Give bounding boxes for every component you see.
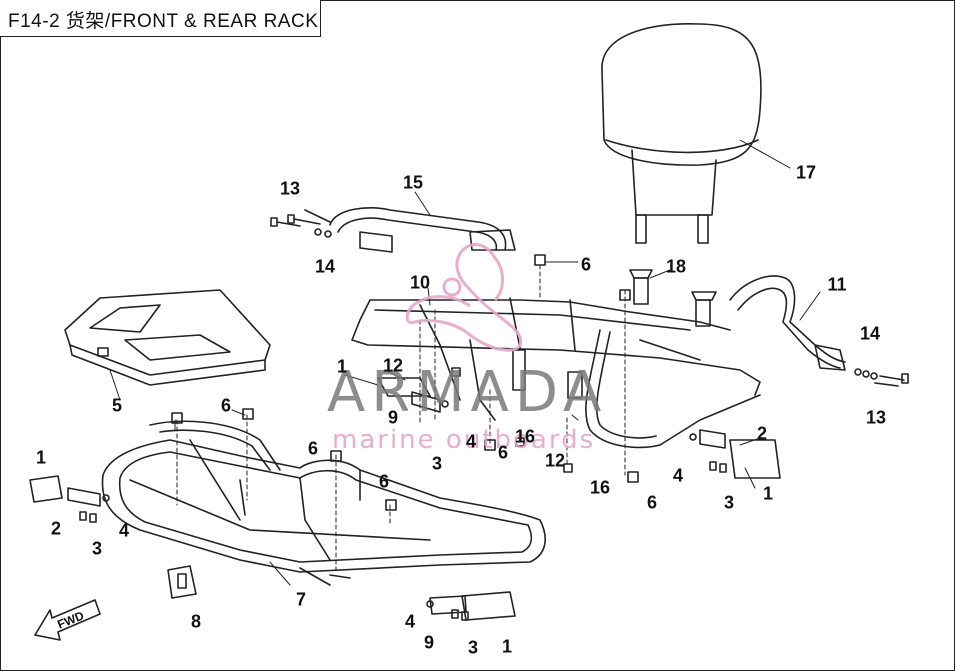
front-brackets-left: [29, 475, 101, 507]
callout-4-rear: 4: [465, 431, 477, 452]
callout-6-rear: 6: [497, 442, 509, 463]
callout-12-rear-left: 12: [382, 355, 404, 376]
backrest-cushion: [601, 23, 762, 244]
callout-10: 10: [409, 272, 431, 293]
front-brackets-bottom: [429, 591, 516, 621]
rear-brackets: [377, 377, 781, 479]
backrest-bushings: [629, 269, 717, 327]
callout-1-rear-right: 1: [762, 483, 774, 504]
callout-9-front: 9: [423, 632, 435, 653]
callout-13-right: 13: [865, 407, 887, 428]
callout-1-front-bottom: 1: [501, 636, 513, 657]
callout-14-right: 14: [859, 323, 881, 344]
callout-3-rear: 3: [431, 453, 443, 474]
callout-1-front-left: 1: [35, 447, 47, 468]
callout-7: 7: [295, 589, 307, 610]
callout-6-front-mid: 6: [307, 438, 319, 459]
bolts-upper-left: [270, 209, 332, 238]
callout-3-front-bottom: 3: [467, 637, 479, 658]
callout-2-rear-right: 2: [756, 423, 768, 444]
callout-17: 17: [795, 162, 817, 183]
callout-3-rear-right: 3: [723, 492, 735, 513]
callout-6-front-left: 6: [220, 395, 232, 416]
callout-18: 18: [665, 256, 687, 277]
grab-bar-15: [329, 207, 516, 253]
callout-6-rear-right: 6: [646, 492, 658, 513]
callout-12-rear-right: 12: [544, 450, 566, 471]
title-box: F14-2 货架/FRONT & REAR RACK: [0, 0, 321, 37]
callout-4-front-left: 4: [118, 520, 130, 541]
callout-4-front-bottom: 4: [404, 611, 416, 632]
front-rack-frame: [101, 420, 546, 586]
callout-13-upper-left: 13: [279, 178, 301, 199]
diagram-title: F14-2 货架/FRONT & REAR RACK: [8, 11, 319, 32]
watermark-flamingo: [405, 243, 523, 352]
fwd-arrow: [34, 599, 101, 641]
callout-16-rear: 16: [514, 426, 536, 447]
bolt-heads: [79, 254, 727, 621]
grab-bar-11: [729, 275, 846, 371]
callout-8: 8: [190, 611, 202, 632]
rear-rack-frame: [351, 297, 761, 449]
bolts-right: [854, 368, 909, 387]
callout-11: 11: [827, 274, 847, 295]
reflector-part-8: [167, 565, 197, 599]
callout-6-upper: 6: [580, 254, 592, 275]
assembly-lines: [176, 264, 626, 571]
callout-4-rear-right: 4: [672, 465, 684, 486]
callout-2-front-left: 2: [50, 518, 62, 539]
callout-6-front-right: 6: [378, 471, 390, 492]
callout-9-rear: 9: [387, 407, 399, 428]
callout-15: 15: [402, 172, 424, 193]
callout-16-rear-right: 16: [589, 477, 611, 498]
callout-1-rear-left: 1: [336, 356, 348, 377]
watermark-brand: ARMADA: [327, 360, 608, 425]
watermark-subtitle: marine outboards: [332, 425, 596, 455]
callout-3-front-left: 3: [91, 538, 103, 559]
callout-5: 5: [111, 395, 123, 416]
leader-lines: [109, 139, 821, 586]
storage-tray: [64, 289, 271, 386]
callout-14-upper-left: 14: [314, 256, 336, 277]
